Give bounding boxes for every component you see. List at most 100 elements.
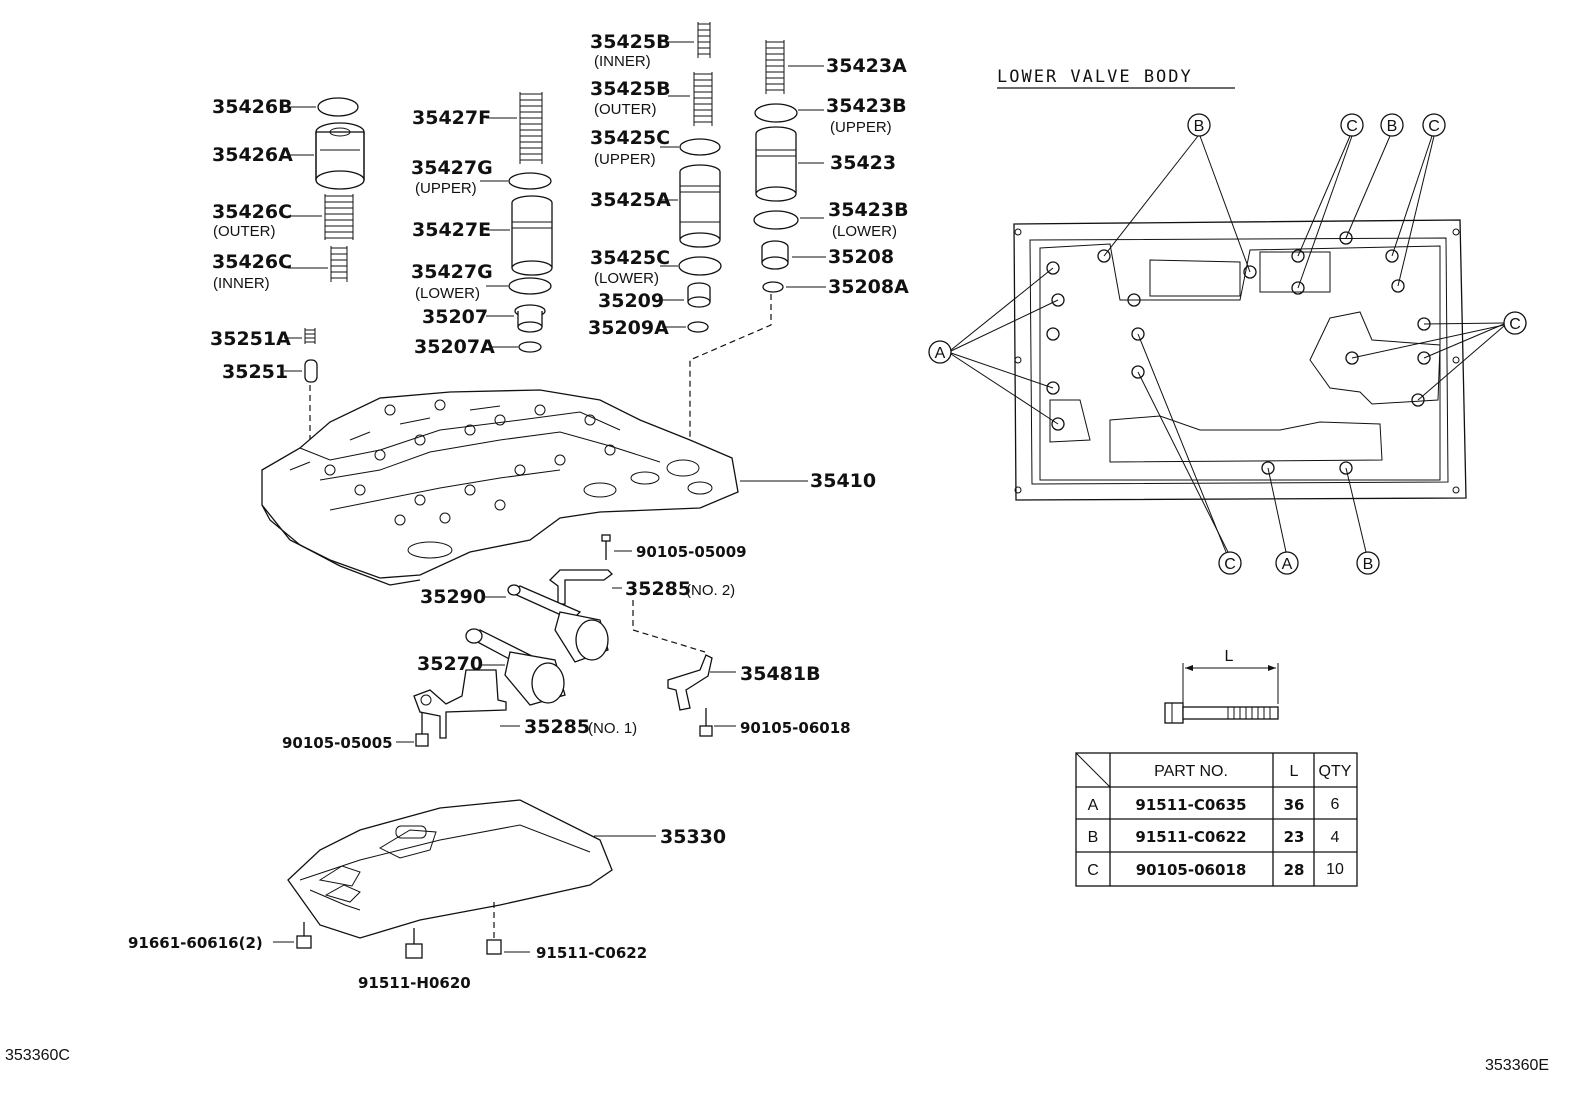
ring-35427G-upper: [508, 172, 552, 190]
valve-body-35410: [261, 389, 739, 586]
oil-pan-35330: [287, 799, 613, 939]
sleeve-35423: [755, 126, 797, 202]
bolt-91511-C0622: [486, 902, 502, 955]
label-35426C-inner: 35426C: [212, 251, 292, 273]
solenoid-35290: [507, 584, 609, 663]
label-35209: 35209: [598, 290, 664, 312]
ring-35425C-upper: [679, 138, 721, 156]
sleeve-35425A: [679, 164, 721, 248]
table-row-l: 23: [1284, 828, 1305, 846]
spring-35425B-outer: [693, 72, 713, 126]
svg-text:B: B: [1387, 118, 1398, 135]
table-row-key: C: [1087, 862, 1099, 879]
lower-valve-body-view: [1013, 219, 1467, 501]
table-row-l: 28: [1284, 861, 1305, 879]
label-35330: 35330: [660, 826, 726, 848]
callout-B-top2: B: [1345, 113, 1404, 239]
table-header-part-no: PART NO.: [1154, 763, 1228, 780]
table-row-part: 91511-C0622: [1135, 828, 1246, 846]
bolt-dimension-drawing: [1164, 663, 1279, 724]
label-35207: 35207: [422, 306, 488, 328]
label-35426A: 35426A: [212, 144, 293, 166]
note-35426C-inner: (INNER): [213, 275, 270, 292]
label-35426C-outer: 35426C: [212, 201, 292, 223]
label-90105-06018: 90105-06018: [740, 719, 851, 737]
table-row-key: A: [1088, 797, 1099, 814]
label-35208A: 35208A: [828, 276, 909, 298]
bolt-91661-60616: [296, 922, 312, 949]
callout-C-bottom: C: [1137, 333, 1242, 575]
plug-35209: [687, 282, 711, 308]
note-35425B-inner: (INNER): [594, 53, 651, 70]
label-35423B-upper: 35423B: [826, 95, 907, 117]
plug-35208: [761, 240, 789, 270]
label-91661-60616: 91661-60616(2): [128, 934, 263, 952]
label-35427E: 35427E: [412, 219, 491, 241]
sleeve-35426A: [315, 122, 365, 190]
label-35423B-lower: 35423B: [828, 199, 909, 221]
ring-35423B-upper: [754, 103, 798, 123]
ring-35426B: [317, 97, 359, 117]
label-35425C-upper: 35425C: [590, 127, 670, 149]
figure-ref-left: 353360C: [5, 1047, 70, 1064]
callout-C-right: C: [1351, 311, 1527, 401]
label-90105-05009: 90105-05009: [636, 543, 747, 561]
label-35209A: 35209A: [588, 317, 669, 339]
label-35208: 35208: [828, 246, 894, 268]
label-35425C-lower: 35425C: [590, 247, 670, 269]
table-row-qty: 6: [1331, 796, 1340, 813]
label-35481B: 35481B: [740, 663, 821, 685]
label-35285-no2: 35285: [625, 578, 691, 600]
table-header-l: L: [1290, 763, 1299, 780]
label-35410: 35410: [810, 470, 876, 492]
note-35426C-outer: (OUTER): [213, 223, 276, 240]
svg-text:C: C: [1224, 556, 1236, 573]
spring-35425B-inner: [697, 22, 711, 58]
note-35423B-upper: (UPPER): [830, 119, 892, 136]
label-35427G-lower: 35427G: [411, 261, 493, 283]
svg-text:C: C: [1509, 316, 1521, 333]
dimension-L-label: L: [1225, 648, 1234, 665]
bracket-35285-no1: [413, 669, 507, 739]
label-35425B-inner: 35425B: [590, 31, 671, 53]
label-35425A: 35425A: [590, 189, 671, 211]
label-91511-C0622: 91511-C0622: [536, 944, 647, 962]
svg-text:A: A: [1282, 556, 1293, 573]
ring-35425C-lower: [678, 256, 722, 276]
spring-35426C-outer: [324, 194, 354, 240]
spring-35427F: [519, 92, 543, 164]
bolt-91511-H0620: [405, 928, 423, 959]
figure-ref-right: 353360E: [1485, 1057, 1549, 1074]
label-90105-05005: 90105-05005: [282, 734, 393, 752]
label-35423: 35423: [830, 152, 896, 174]
section-title: LOWER VALVE BODY: [997, 67, 1193, 87]
svg-text:A: A: [935, 345, 946, 362]
note-35423B-lower: (LOWER): [832, 223, 897, 240]
label-35427G-upper: 35427G: [411, 157, 493, 179]
table-header-qty: QTY: [1319, 763, 1352, 780]
svg-text:C: C: [1428, 118, 1440, 135]
note-35425B-outer: (OUTER): [594, 101, 657, 118]
label-91511-H0620: 91511-H0620: [358, 974, 471, 992]
table-row-qty: 4: [1331, 829, 1340, 846]
label-35251: 35251: [222, 361, 288, 383]
ring-35427G-lower: [508, 277, 552, 295]
note-35285-no1: (NO. 1): [588, 720, 637, 737]
spring-35251A: [304, 328, 316, 344]
table-row-part: 90105-06018: [1136, 861, 1247, 879]
svg-text:C: C: [1346, 118, 1358, 135]
callout-A-bottom: A: [1267, 467, 1299, 575]
note-35425C-lower: (LOWER): [594, 270, 659, 287]
label-35425B-outer: 35425B: [590, 78, 671, 100]
note-35285-no2: (NO. 2): [686, 582, 735, 599]
callout-B-top1: B: [1103, 113, 1251, 273]
bolt-90105-06018: [699, 708, 713, 737]
plug-35207: [514, 304, 546, 333]
sleeve-35427E: [511, 195, 553, 276]
table-row-l: 36: [1284, 796, 1305, 814]
note-35427G-lower: (LOWER): [415, 285, 480, 302]
table-row-qty: 10: [1326, 861, 1344, 878]
spring-35426C-inner: [330, 246, 348, 282]
table-row-part: 91511-C0635: [1135, 796, 1246, 814]
